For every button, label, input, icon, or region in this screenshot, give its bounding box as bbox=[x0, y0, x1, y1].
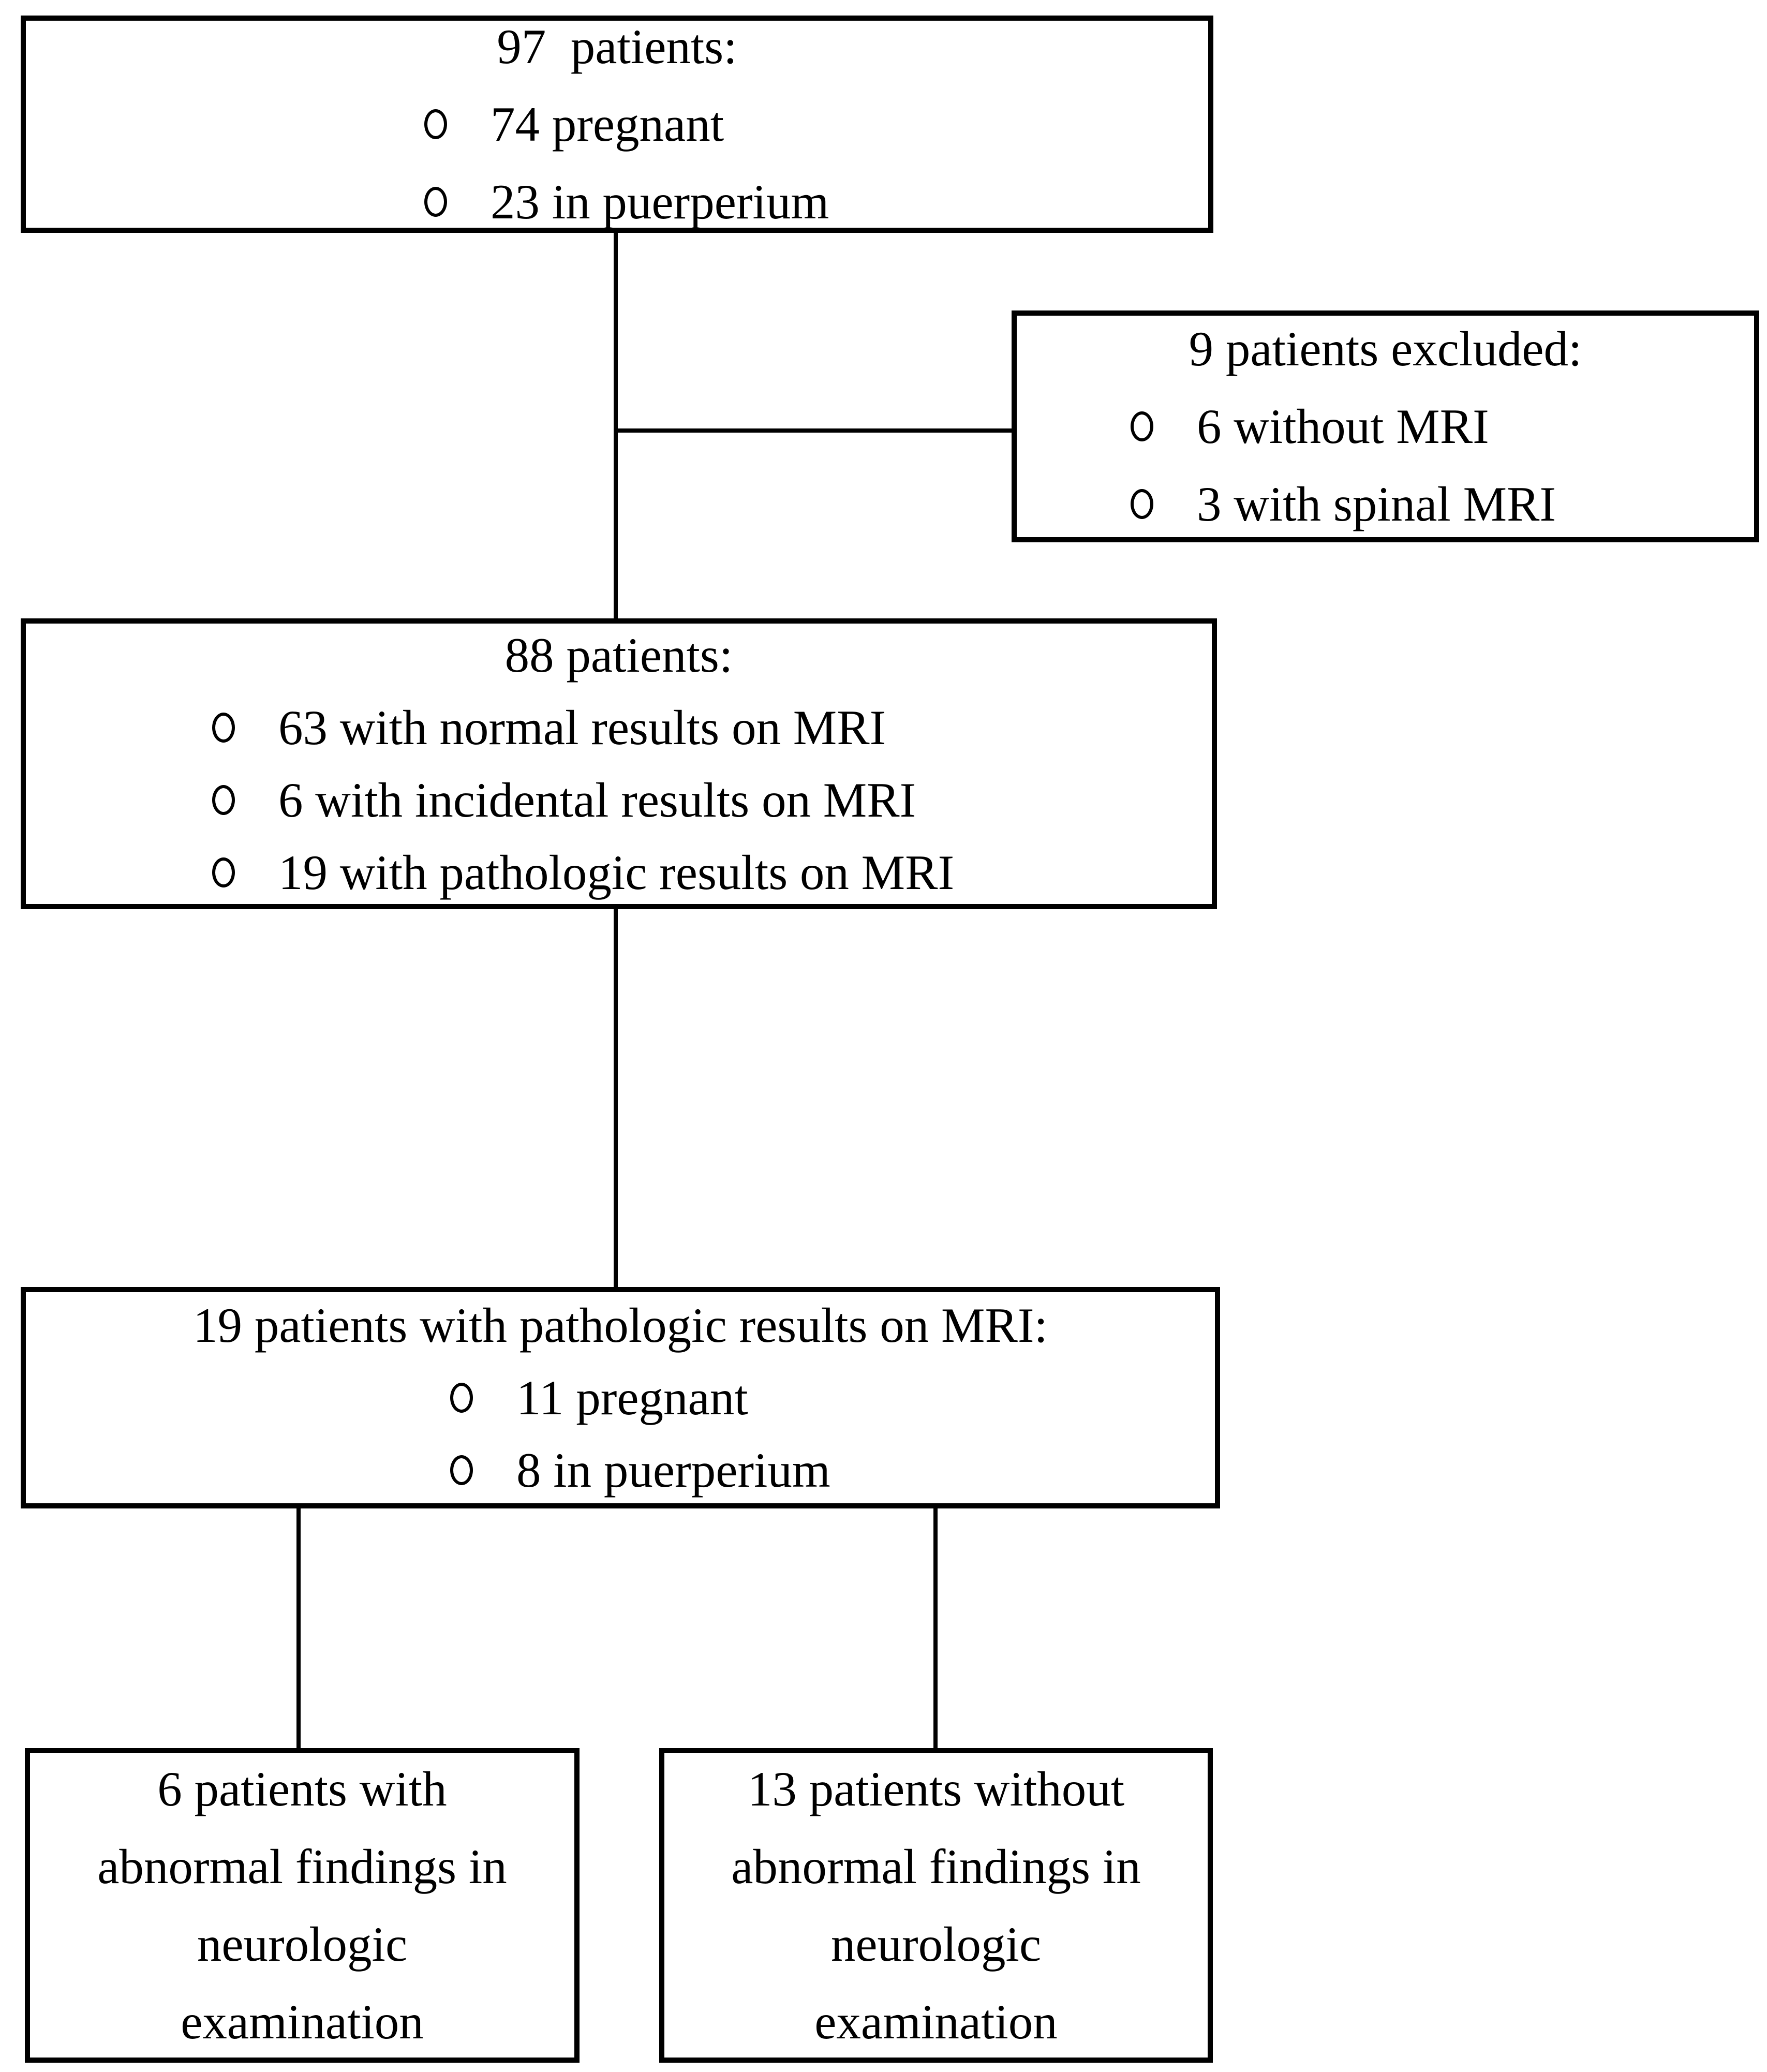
bullet-label: 19 with pathologic results on MRI bbox=[278, 845, 955, 900]
box-normal-exam: 13 patients without abnormal findings in… bbox=[659, 1748, 1213, 2063]
bullet-label: 8 in puerperium bbox=[516, 1443, 830, 1498]
circle-bullet-icon bbox=[212, 713, 235, 743]
connector-to-excluded bbox=[616, 428, 1013, 433]
connector-mri-to-pathologic bbox=[614, 908, 618, 1289]
box-total-title: 97 patients: bbox=[497, 19, 737, 74]
box-normal-line: 13 patients without bbox=[747, 1762, 1125, 1816]
bullet-item: 3 with spinal MRI bbox=[1131, 465, 1754, 543]
bullet-label: 11 pregnant bbox=[516, 1370, 748, 1425]
bullet-label: 63 with normal results on MRI bbox=[278, 700, 886, 755]
bullet-item: 63 with normal results on MRI bbox=[212, 691, 1212, 764]
connector-total-to-mri bbox=[614, 232, 618, 620]
bullet-item: 6 without MRI bbox=[1131, 388, 1754, 465]
bullet-label: 3 with spinal MRI bbox=[1197, 477, 1556, 531]
box-excluded-patients: 9 patients excluded: 6 without MRI 3 wit… bbox=[1012, 310, 1759, 542]
box-total-patients: 97 patients: 74 pregnant 23 in puerperiu… bbox=[21, 16, 1213, 233]
box-abnormal-line: 6 patients with bbox=[157, 1762, 447, 1816]
box-pathologic-title: 19 patients with pathologic results on M… bbox=[193, 1298, 1048, 1353]
box-normal-line: neurologic bbox=[830, 1917, 1042, 1972]
bullet-label: 74 pregnant bbox=[491, 97, 724, 152]
circle-bullet-icon bbox=[450, 1383, 473, 1413]
circle-bullet-icon bbox=[212, 857, 235, 887]
bullet-item: 11 pregnant bbox=[450, 1361, 1215, 1434]
bullet-item: 19 with pathologic results on MRI bbox=[212, 836, 1212, 909]
box-excluded-title: 9 patients excluded: bbox=[1189, 321, 1582, 376]
box-normal-line: abnormal findings in bbox=[731, 1839, 1141, 1894]
connector-pathologic-to-normal bbox=[933, 1507, 938, 1750]
box-abnormal-line: neurologic bbox=[197, 1917, 408, 1972]
circle-bullet-icon bbox=[424, 109, 447, 139]
box-pathologic-results: 19 patients with pathologic results on M… bbox=[21, 1287, 1220, 1508]
bullet-item: 23 in puerperium bbox=[424, 163, 1208, 241]
bullet-label: 23 in puerperium bbox=[491, 174, 829, 229]
bullet-label: 6 with incidental results on MRI bbox=[278, 773, 916, 827]
box-abnormal-line: abnormal findings in bbox=[97, 1839, 507, 1894]
bullet-item: 6 with incidental results on MRI bbox=[212, 764, 1212, 836]
circle-bullet-icon bbox=[424, 187, 447, 217]
circle-bullet-icon bbox=[450, 1455, 473, 1485]
bullet-item: 74 pregnant bbox=[424, 85, 1208, 163]
box-abnormal-line: examination bbox=[181, 1994, 424, 2049]
bullet-label: 6 without MRI bbox=[1197, 399, 1489, 454]
box-mri-patients: 88 patients: 63 with normal results on M… bbox=[21, 618, 1217, 909]
circle-bullet-icon bbox=[212, 785, 235, 815]
box-abnormal-exam: 6 patients with abnormal findings in neu… bbox=[25, 1748, 580, 2063]
circle-bullet-icon bbox=[1131, 489, 1153, 519]
bullet-item: 8 in puerperium bbox=[450, 1434, 1215, 1506]
box-normal-line: examination bbox=[814, 1994, 1058, 2049]
connector-pathologic-to-abnormal bbox=[296, 1507, 301, 1750]
circle-bullet-icon bbox=[1131, 411, 1153, 441]
box-mri-title: 88 patients: bbox=[504, 628, 733, 683]
